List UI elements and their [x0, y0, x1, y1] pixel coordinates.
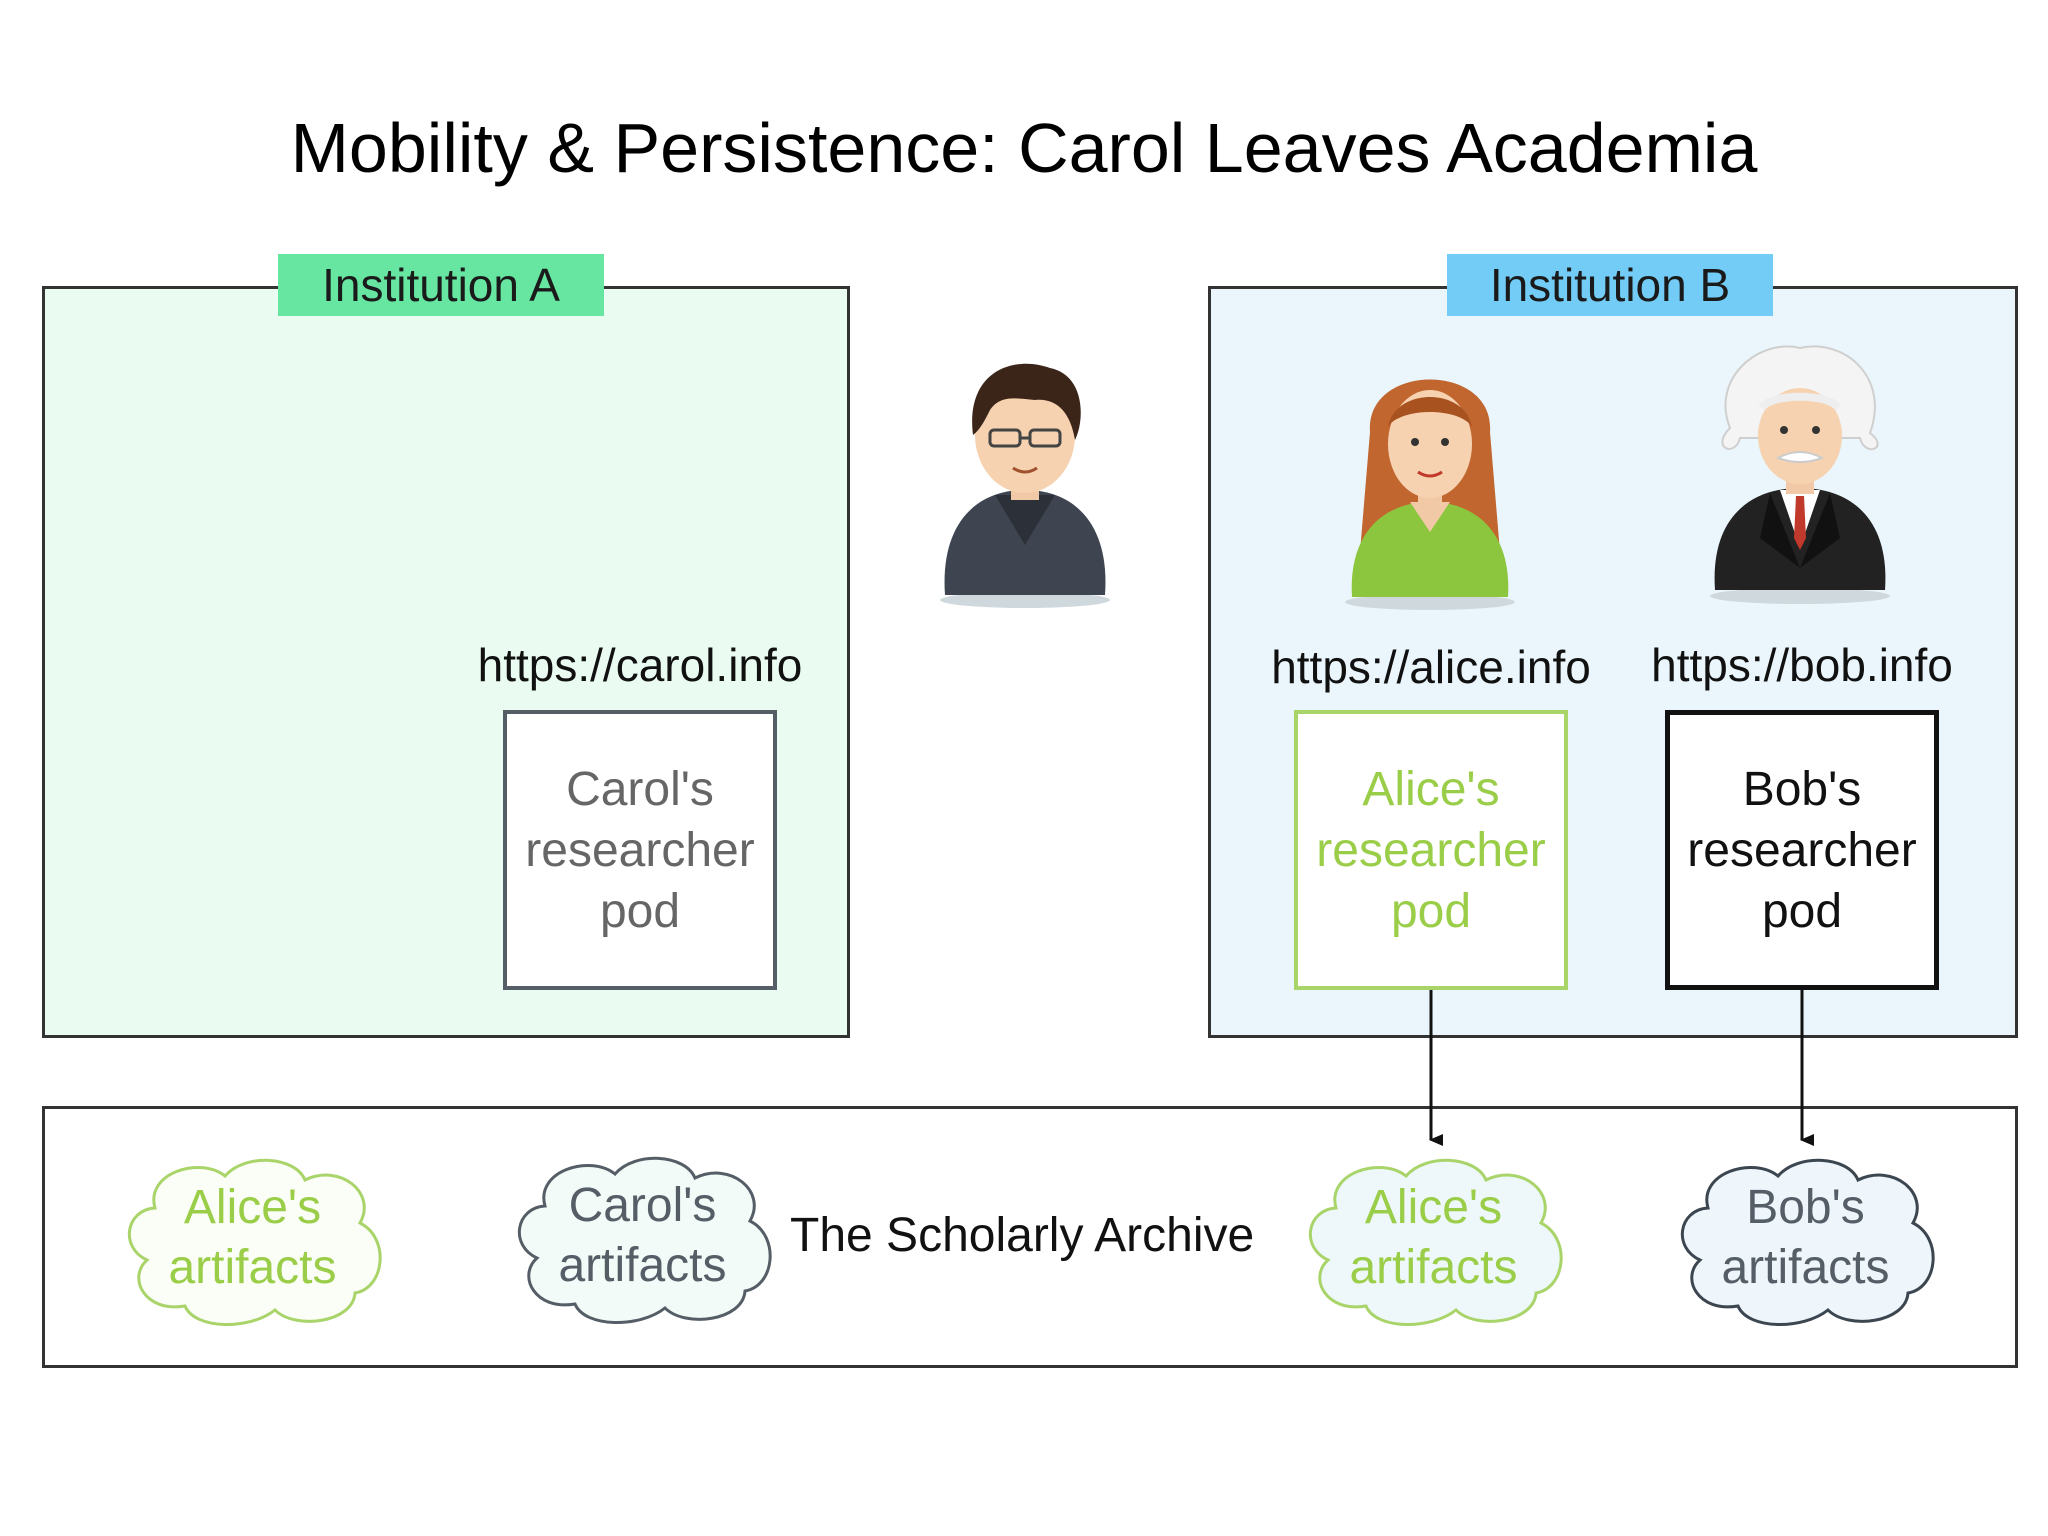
carol-artifacts-cloud: Carol's artifacts — [505, 1146, 780, 1328]
alice-url: https://alice.info — [1271, 641, 1591, 693]
alice-pod-line-2: researcher — [1316, 823, 1546, 877]
carol-pod-line-3: pod — [599, 884, 681, 938]
alice-pod-line-1: Alice's — [1362, 762, 1500, 816]
cloud-line-1: Carol's — [568, 1179, 717, 1232]
cloud-shape — [518, 1156, 772, 1324]
carol-avatar-icon — [935, 350, 1115, 615]
bob-pod-line-2: researcher — [1687, 823, 1917, 877]
institution-a-label: Institution A — [278, 254, 604, 316]
institution-b-label: Institution B — [1447, 254, 1773, 316]
bob-url: https://bob.info — [1651, 639, 1953, 691]
alice-avatar-icon — [1340, 352, 1520, 617]
alice-artifacts-cloud-left: Alice's artifacts — [115, 1148, 390, 1330]
bob-pod-line-1: Bob's — [1742, 762, 1862, 816]
cloud-line-2: artifacts — [558, 1239, 727, 1292]
cloud-line-2: artifacts — [1721, 1241, 1890, 1294]
cloud-line-1: Alice's — [1364, 1181, 1503, 1234]
bob-avatar-icon — [1700, 338, 1900, 613]
alice-pod: Alice's researcher pod — [1294, 710, 1568, 990]
carol-pod-line-2: researcher — [525, 823, 755, 877]
carol-pod-line-1: Carol's — [566, 762, 714, 816]
alice-artifacts-cloud-right: Alice's artifacts — [1296, 1148, 1571, 1330]
bob-artifacts-cloud: Bob's artifacts — [1668, 1148, 1943, 1330]
cloud-shape — [1681, 1158, 1935, 1326]
cloud-line-1: Alice's — [183, 1181, 322, 1234]
bob-pod: Bob's researcher pod — [1665, 710, 1939, 990]
carol-pod: Carol's researcher pod — [503, 710, 777, 990]
bob-pod-line-3: pod — [1761, 884, 1843, 938]
cloud-line-2: artifacts — [1349, 1241, 1518, 1294]
cloud-line-1: Bob's — [1746, 1181, 1865, 1234]
scholarly-archive-label: The Scholarly Archive — [790, 1209, 1255, 1262]
cloud-shape — [1309, 1158, 1563, 1326]
carol-url: https://carol.info — [477, 639, 803, 691]
cloud-shape — [128, 1158, 382, 1326]
alice-pod-line-3: pod — [1390, 884, 1472, 938]
page-title: Mobility & Persistence: Carol Leaves Aca… — [290, 109, 1758, 187]
cloud-line-2: artifacts — [168, 1241, 337, 1294]
